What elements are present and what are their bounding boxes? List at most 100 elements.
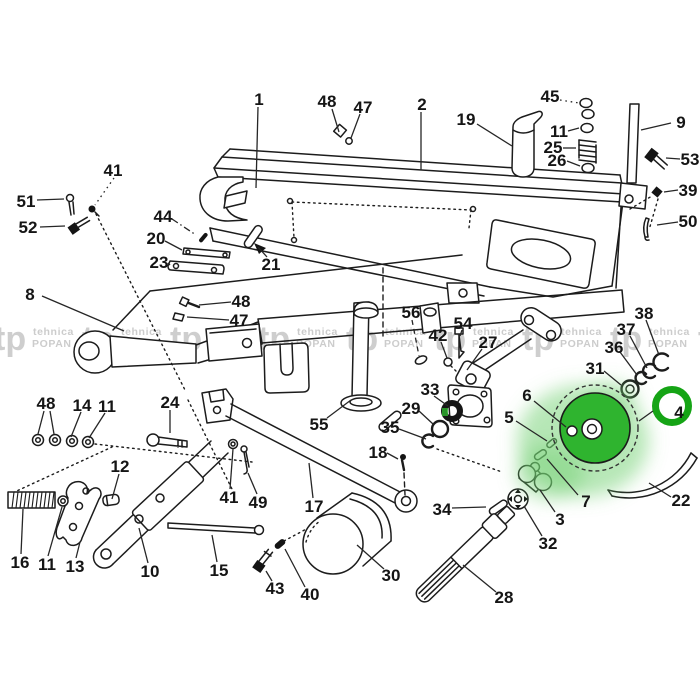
part-number: 20 [147, 229, 166, 248]
part-number: 27 [479, 333, 498, 352]
part-number: 8 [25, 285, 34, 304]
part-number: 21 [262, 255, 281, 274]
part-label-5: 5 [504, 408, 548, 442]
watermark-line2: POPAN [648, 338, 688, 350]
part-number: 14 [73, 396, 92, 415]
part-number: 13 [66, 557, 85, 576]
watermark-line2: POPAN [472, 338, 512, 350]
part-label-17: 17 [305, 462, 324, 516]
watermark-tp: tp [610, 320, 642, 358]
part-label-53: 53 [665, 150, 699, 169]
part-label-48: 48 [318, 92, 340, 133]
part-label-34: 34 [433, 500, 487, 519]
part-label-20: 20 [147, 229, 183, 251]
part-label-1: 1 [254, 90, 264, 189]
part-label-41: 41 [94, 161, 123, 206]
part-label-32: 32 [523, 505, 558, 553]
part-label-55: 55 [310, 399, 352, 434]
part-number: 10 [141, 562, 160, 581]
part-number: 41 [220, 488, 239, 507]
disc-hub-hole [586, 423, 598, 435]
part-label-11: 11 [550, 122, 580, 141]
part-label-48: 48 [37, 394, 55, 435]
part-label-49: 49 [247, 472, 268, 512]
part-label-10: 10 [138, 527, 160, 581]
part-number: 49 [249, 493, 268, 512]
watermark-line2: POPAN [384, 338, 424, 350]
part-label-16: 16 [11, 508, 30, 572]
disc-notch [566, 425, 578, 437]
part-number: 26 [548, 151, 567, 170]
highlight-circle-part-4 [652, 386, 692, 426]
part-number: 45 [541, 87, 560, 106]
part-label-37: 37 [617, 320, 648, 369]
part-label-50: 50 [656, 212, 698, 231]
part-label-2: 2 [417, 95, 427, 170]
part-number: 5 [504, 408, 513, 427]
part-number: 44 [154, 207, 173, 226]
part-label-22: 22 [648, 482, 691, 510]
part-number: 30 [382, 566, 401, 585]
part-label-51: 51 [17, 192, 65, 211]
watermark-line1: tehnica [385, 326, 426, 338]
part-number: 15 [210, 561, 229, 580]
watermark-line1: tehnica [649, 326, 690, 338]
part-label-14: 14 [70, 396, 92, 438]
part-number: 38 [635, 304, 654, 323]
part-number: 19 [457, 110, 476, 129]
part-label-33: 33 [421, 380, 449, 407]
watermark-tp: tp [0, 320, 26, 358]
part-number: 11 [98, 397, 116, 416]
part-number: 29 [402, 399, 421, 418]
part-number: 43 [266, 579, 285, 598]
part-number: 32 [539, 534, 558, 553]
part-number: 42 [429, 326, 448, 345]
disc-hatch-ring [551, 384, 639, 472]
part-number: 50 [679, 212, 698, 231]
part-number: 31 [586, 359, 605, 378]
part-number: 7 [581, 492, 590, 511]
part-label-31: 31 [586, 359, 622, 386]
part-label-28: 28 [462, 564, 513, 607]
part-number: 25 [544, 138, 563, 157]
part-label-18: 18 [369, 443, 399, 462]
part-number: 48 [232, 292, 251, 311]
part-number: 4 [674, 403, 684, 422]
part-number: 9 [676, 113, 685, 132]
part-number: 55 [310, 415, 329, 434]
part-label-45: 45 [541, 87, 580, 106]
part-label-35: 35 [381, 418, 427, 440]
part-label-21: 21 [257, 246, 281, 274]
part-number: 18 [369, 443, 388, 462]
part-number: 11 [38, 555, 56, 574]
part-label-48: 48 [198, 292, 251, 311]
part-number: 40 [301, 585, 320, 604]
part-number: 22 [672, 491, 691, 510]
part-number: 48 [318, 92, 337, 111]
part-label-54: 54 [454, 314, 473, 337]
part-number: 35 [381, 418, 400, 437]
part-label-30: 30 [356, 544, 401, 585]
watermark-line2: POPAN [560, 338, 600, 350]
part-label-40: 40 [284, 548, 320, 604]
part-label-41: 41 [220, 448, 239, 507]
watermark-line1: tehnica [473, 326, 514, 338]
part-label-24: 24 [161, 393, 180, 433]
part-label-25: 25 [544, 138, 576, 157]
part-number: 17 [305, 497, 324, 516]
part-label-26: 26 [548, 151, 581, 170]
part-label-19: 19 [457, 110, 513, 147]
part-label-7: 7 [546, 458, 591, 511]
part-label-12: 12 [111, 457, 129, 500]
part-number: 47 [230, 311, 249, 330]
watermark-line1: tehnica [561, 326, 602, 338]
part-number: 54 [454, 314, 473, 333]
part-label-42: 42 [429, 326, 448, 359]
part-number: 2 [417, 95, 426, 114]
part-label-44: 44 [154, 207, 197, 236]
part-number: 16 [11, 553, 30, 572]
part-label-15: 15 [210, 534, 229, 580]
part-number: 41 [104, 161, 123, 180]
